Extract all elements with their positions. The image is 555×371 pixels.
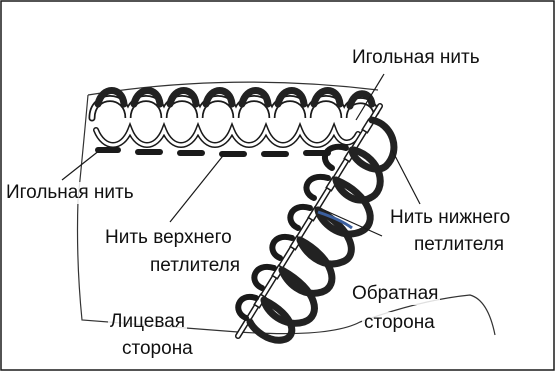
label-reverse-side-2: сторона — [362, 312, 437, 334]
looper-highlight — [317, 210, 353, 230]
label-reverse-side-1: Обратная — [350, 283, 441, 305]
label-upper-looper-1: Нить верхнего — [103, 227, 234, 249]
label-lower-looper-2: петлителя — [412, 234, 507, 256]
leader-lines — [61, 73, 421, 237]
label-face-side-1: Лицевая — [108, 311, 188, 333]
top-edge-dark-loops — [94, 87, 376, 110]
label-needle-thread-top: Игольная нить — [350, 47, 482, 69]
label-face-side-2: сторона — [120, 338, 195, 360]
label-needle-thread-left: Игольная нить — [4, 182, 136, 204]
label-lower-looper-1: Нить нижнего — [388, 207, 513, 229]
lower-looper-thread — [246, 116, 398, 344]
label-upper-looper-2: петлителя — [148, 255, 243, 277]
diagonal-inner-loops — [235, 143, 349, 321]
